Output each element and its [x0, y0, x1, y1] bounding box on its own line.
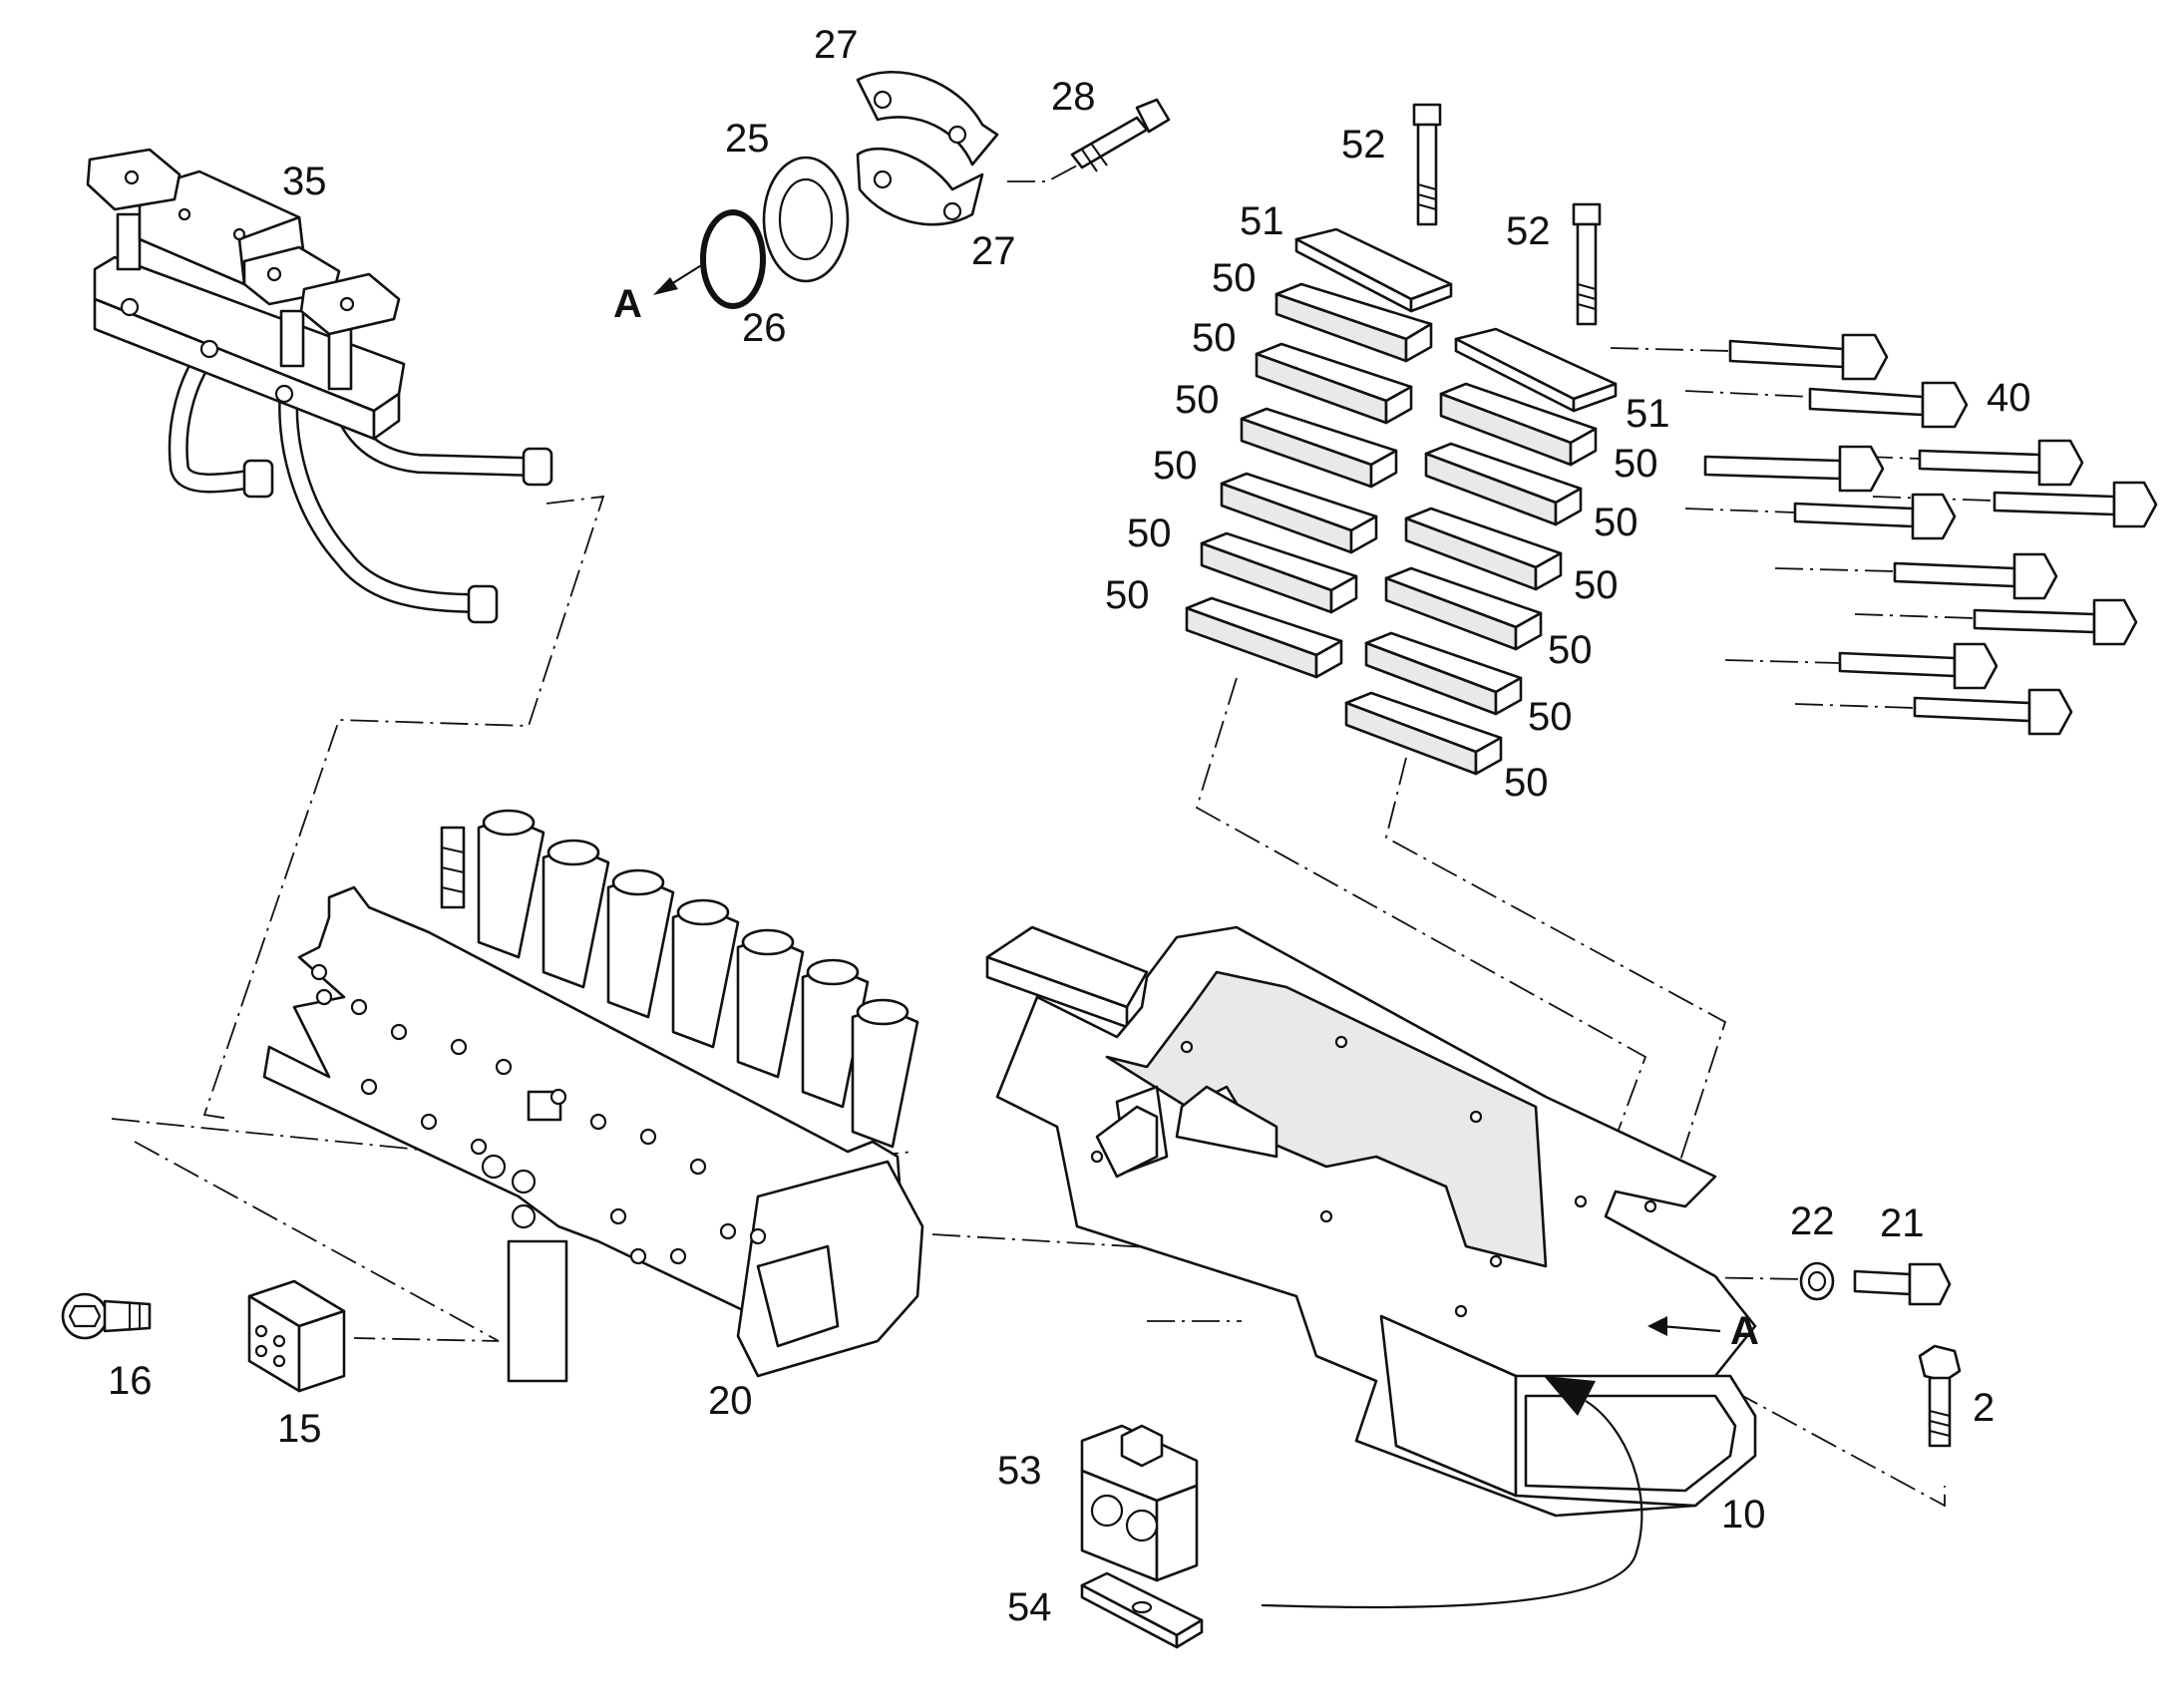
callout-50-left-5: 50	[1127, 512, 1172, 555]
bolt	[1808, 381, 1969, 429]
clamp-half	[1274, 282, 1433, 363]
view-marker-a-upper: A	[613, 282, 642, 326]
part-53-twin-clamp	[1080, 1424, 1199, 1582]
callout-21: 21	[1880, 1201, 1925, 1245]
callout-50-left-2: 50	[1192, 316, 1237, 360]
callout-35: 35	[282, 160, 327, 203]
part-27-split-flange-lower	[856, 147, 984, 226]
callout-10: 10	[1721, 1493, 1766, 1537]
bolt	[1918, 439, 2084, 487]
clamp-half	[1424, 442, 1583, 526]
part-2-bolt	[1918, 1344, 1962, 1448]
callout-50-right-1: 50	[1614, 442, 1658, 486]
callout-50-left-6: 50	[1105, 573, 1150, 617]
callout-51-right: 51	[1626, 392, 1670, 436]
part-27-split-flange-upper	[856, 71, 999, 167]
callout-50-left-3: 50	[1175, 378, 1220, 422]
clamp-half	[1404, 507, 1563, 591]
bolt	[1728, 333, 1889, 381]
callout-53: 53	[997, 1449, 1042, 1493]
callout-50-right-2: 50	[1594, 501, 1638, 544]
clamp-half	[1439, 382, 1598, 467]
callout-27-lower: 27	[971, 229, 1016, 273]
callout-40: 40	[1987, 376, 2031, 420]
callout-27-upper: 27	[814, 23, 859, 67]
part-28-flange-bolt	[1070, 98, 1171, 172]
clamp-half	[1255, 342, 1413, 425]
clamp-half	[1220, 472, 1378, 554]
callout-50-right-5: 50	[1528, 695, 1573, 739]
part-50-clamp-stack-left	[1185, 282, 1433, 679]
callout-16: 16	[108, 1359, 153, 1403]
part-20-control-valve	[262, 809, 924, 1383]
callout-22: 22	[1790, 1199, 1835, 1243]
callout-25: 25	[725, 117, 770, 161]
callout-52-right: 52	[1506, 209, 1551, 253]
bolt	[1973, 598, 2138, 646]
clamp-half	[1384, 566, 1543, 651]
bolt	[1893, 552, 2058, 600]
part-35-manifold-assembly	[86, 148, 553, 624]
part-26-o-ring	[700, 209, 766, 309]
callout-2: 2	[1973, 1386, 1995, 1430]
part-51-plate-right	[1454, 327, 1618, 413]
bolt	[1703, 445, 1885, 493]
part-50-clamp-stack-right	[1344, 382, 1598, 776]
callout-50-right-4: 50	[1548, 628, 1593, 672]
clamp-half	[1185, 596, 1343, 679]
callout-50-right-3: 50	[1574, 563, 1619, 607]
callout-50-left-1: 50	[1212, 256, 1257, 300]
clamp-half	[1364, 631, 1523, 716]
view-marker-a-lower: A	[1730, 1309, 1759, 1353]
part-22-washer	[1799, 1261, 1835, 1301]
callout-54: 54	[1007, 1585, 1052, 1629]
part-25-seal-ring	[762, 156, 850, 283]
callout-28: 28	[1051, 75, 1096, 119]
callout-26: 26	[742, 306, 787, 350]
callout-51-left: 51	[1240, 199, 1284, 243]
callout-50-left-4: 50	[1153, 444, 1198, 488]
assembly-arrow	[1261, 1376, 1643, 1609]
part-52-bolt-left	[1412, 103, 1442, 226]
callout-52-left: 52	[1341, 123, 1386, 167]
part-16-socket-screw	[61, 1292, 152, 1340]
bolt	[1793, 493, 1957, 540]
part-10-mounting-bracket	[985, 925, 1757, 1518]
part-52-bolt-right	[1572, 202, 1602, 326]
part-51-plate-left	[1294, 227, 1453, 313]
part-21-bolt	[1853, 1262, 1952, 1306]
spool-caps	[477, 809, 919, 1149]
clamp-half	[1200, 531, 1358, 614]
bolt	[1993, 481, 2158, 528]
callout-20: 20	[708, 1379, 753, 1423]
view-arrow-a-lower	[1647, 1316, 1721, 1336]
part-40-bolt-set	[1703, 333, 2158, 736]
clamp-half	[1344, 691, 1503, 776]
callout-50-right-6: 50	[1504, 761, 1549, 805]
callout-15: 15	[277, 1407, 322, 1451]
part-15-block	[247, 1279, 346, 1393]
bolt	[1913, 688, 2073, 736]
bolt	[1838, 642, 1998, 690]
part-54-plate	[1080, 1571, 1204, 1649]
clamp-half	[1240, 407, 1398, 489]
callout-labels: 35 25 26 27 27 28 52 52 51 51 40 50 50 5…	[108, 23, 2031, 1629]
view-arrow-a-upper	[653, 263, 704, 295]
